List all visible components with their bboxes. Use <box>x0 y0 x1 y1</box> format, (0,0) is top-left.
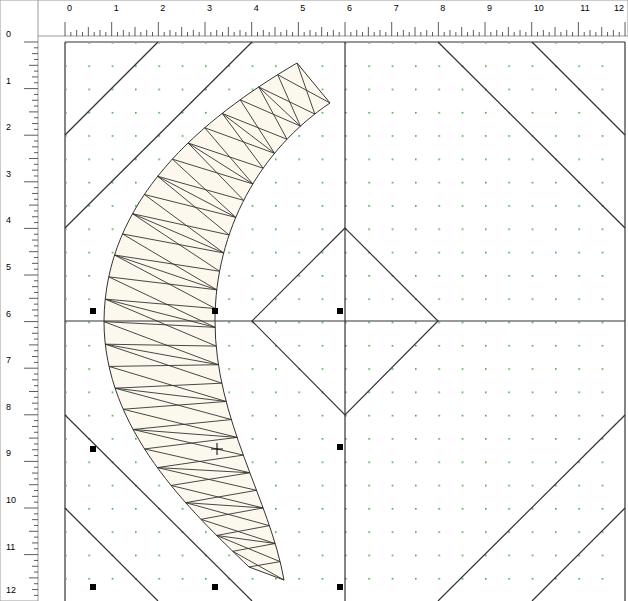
ruler-number: 4 <box>6 215 11 225</box>
ruler-number: 3 <box>207 3 212 13</box>
left-ruler <box>0 0 38 601</box>
ruler-number: 2 <box>6 122 11 132</box>
ruler-number: 5 <box>300 3 305 13</box>
ruler-number: 7 <box>394 3 399 13</box>
ruler-number: 1 <box>114 3 119 13</box>
ruler-number: 2 <box>160 3 165 13</box>
ruler-number: 10 <box>6 495 16 505</box>
arc-piecing <box>104 63 330 580</box>
ruler-number: 11 <box>580 3 589 13</box>
ruler-number: 1 <box>6 76 11 86</box>
ruler-number: 8 <box>440 3 445 13</box>
arc-seam <box>104 320 215 321</box>
ruler-number: 8 <box>6 402 11 412</box>
ruler-number: 0 <box>6 29 11 39</box>
curved-arc <box>104 63 330 580</box>
ruler-number: 6 <box>347 3 352 13</box>
grid-dots <box>66 43 625 601</box>
ruler-number: 9 <box>487 3 492 13</box>
ruler-number: 7 <box>6 355 11 365</box>
ruler-number: 0 <box>67 3 72 13</box>
block-lines <box>65 42 625 601</box>
ruler-number: 12 <box>6 585 16 595</box>
move-cursor <box>211 443 223 455</box>
ruler-number: 5 <box>6 262 11 272</box>
selection-handles <box>90 308 343 590</box>
ruler-number: 11 <box>6 542 15 552</box>
ruler-number: 9 <box>6 448 11 458</box>
top-ruler <box>0 0 628 36</box>
ruler-number: 12 <box>614 3 624 13</box>
ruler-number: 6 <box>6 309 11 319</box>
ruler-number: 3 <box>6 169 11 179</box>
grid-ground <box>65 42 625 601</box>
ruler-number: 10 <box>534 3 544 13</box>
ruler-number: 4 <box>254 3 259 13</box>
